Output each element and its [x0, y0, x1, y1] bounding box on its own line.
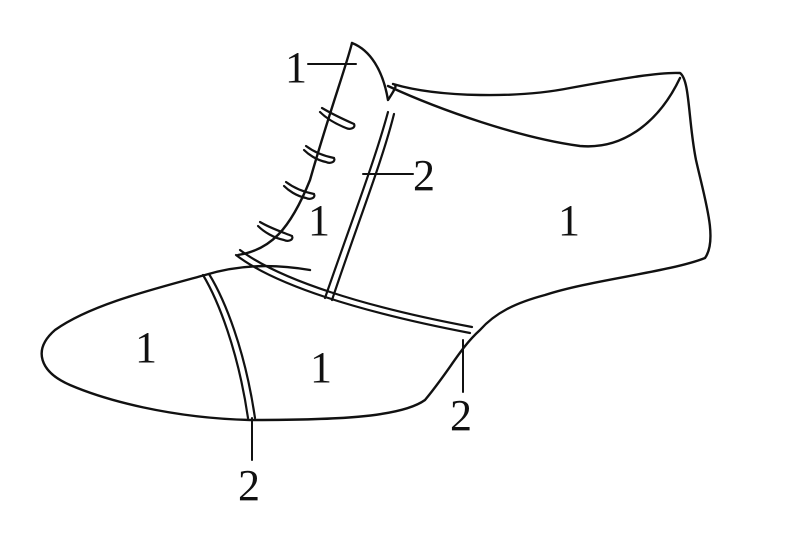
shoe-outline — [40, 41, 712, 422]
vamp-seam-outer — [234, 253, 472, 335]
label-vamp-inner: 1 — [308, 196, 330, 245]
label-toe-seam: 2 — [238, 461, 260, 510]
vamp-seam-inner — [238, 248, 474, 329]
lace-2 — [302, 144, 336, 164]
quarter-seam-outer — [323, 110, 390, 300]
lace-1 — [318, 106, 356, 130]
label-eyelet-top: 1 — [285, 43, 307, 92]
quarter-seam-inner — [330, 112, 396, 302]
label-quarter: 1 — [558, 196, 580, 245]
laces — [256, 106, 356, 242]
label-heel-seam: 2 — [450, 391, 472, 440]
lace-3 — [282, 180, 316, 200]
lace-4 — [256, 220, 294, 242]
eyelet-tab-outline — [236, 41, 354, 257]
toe-seam-inner — [207, 272, 257, 420]
label-toe-cap: 1 — [135, 323, 157, 372]
toe-seam-outer — [201, 273, 250, 420]
collar-edge — [386, 76, 682, 148]
label-quarter-seam: 2 — [413, 151, 435, 200]
label-vamp: 1 — [310, 343, 332, 392]
